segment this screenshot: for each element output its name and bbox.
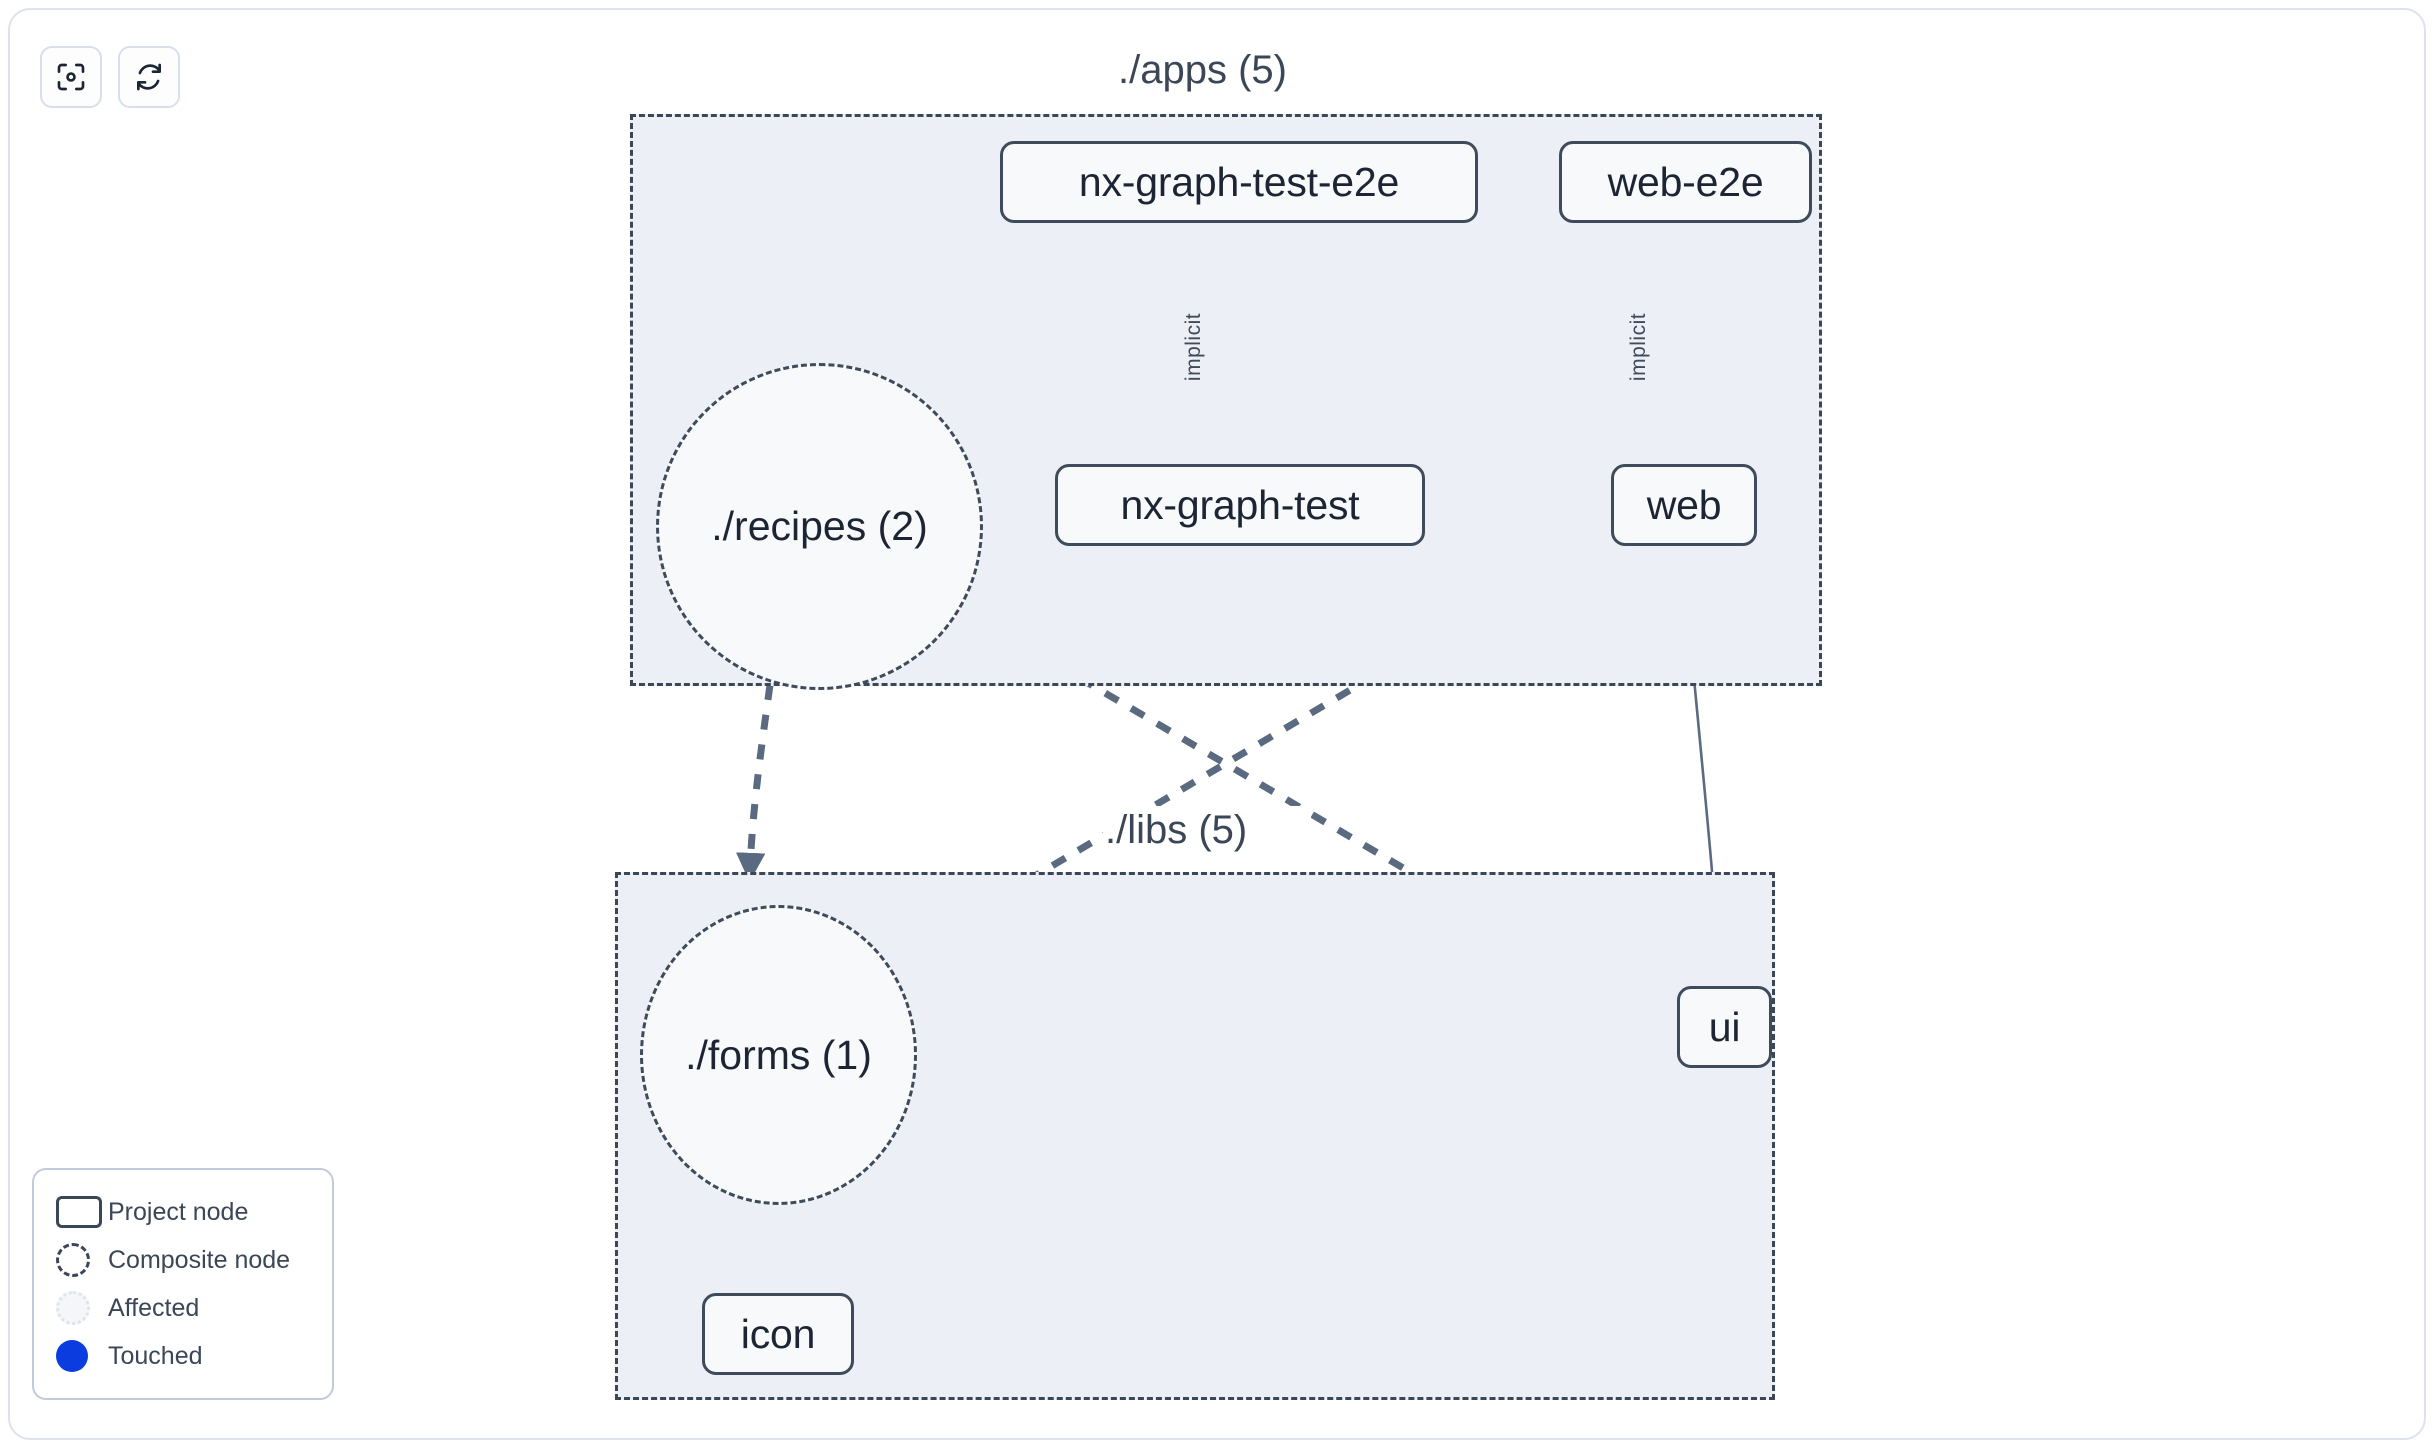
project-node-web-e2e-label: web-e2e bbox=[1607, 158, 1764, 205]
project-node-nx-graph-test[interactable]: nx-graph-test bbox=[1055, 464, 1425, 546]
project-node-web-label: web bbox=[1646, 481, 1722, 528]
project-node-ui-label: ui bbox=[1708, 1003, 1741, 1050]
legend-item-composite-node: Composite node bbox=[56, 1236, 312, 1284]
composite-node-recipes-label: ./recipes (2) bbox=[711, 503, 928, 549]
legend-item-touched: Touched bbox=[56, 1332, 312, 1380]
composite-node-recipes[interactable]: ./recipes (2) bbox=[656, 363, 983, 690]
project-node-swatch-icon bbox=[56, 1196, 108, 1228]
libs-label-backdrop bbox=[1103, 806, 1311, 858]
refresh-icon bbox=[133, 61, 165, 93]
project-node-web[interactable]: web bbox=[1611, 464, 1757, 546]
project-node-icon[interactable]: icon bbox=[702, 1293, 854, 1375]
project-node-web-e2e[interactable]: web-e2e bbox=[1559, 141, 1812, 223]
viewfinder-focus-icon bbox=[55, 61, 87, 93]
project-node-nx-graph-test-e2e[interactable]: nx-graph-test-e2e bbox=[1000, 141, 1478, 223]
legend-label-touched: Touched bbox=[108, 1341, 203, 1370]
project-node-nx-graph-test-label: nx-graph-test bbox=[1120, 481, 1360, 528]
legend-item-project-node: Project node bbox=[56, 1188, 312, 1236]
project-node-icon-label: icon bbox=[740, 1310, 816, 1357]
focus-graph-button[interactable] bbox=[40, 46, 102, 108]
legend-label-affected: Affected bbox=[108, 1293, 200, 1322]
graph-canvas-card: ./apps (5) ./libs (5) bbox=[8, 8, 2426, 1440]
affected-swatch-icon bbox=[56, 1291, 108, 1325]
project-node-ui[interactable]: ui bbox=[1677, 986, 1772, 1068]
composite-node-forms[interactable]: ./forms (1) bbox=[640, 905, 917, 1205]
legend-label-composite-node: Composite node bbox=[108, 1245, 291, 1274]
touched-swatch-icon bbox=[56, 1340, 108, 1372]
graph-legend: Project node Composite node Affected Tou… bbox=[32, 1168, 334, 1400]
refresh-graph-button[interactable] bbox=[118, 46, 180, 108]
legend-label-project-node: Project node bbox=[108, 1197, 249, 1226]
graph-toolbar bbox=[40, 46, 180, 108]
composite-node-swatch-icon bbox=[56, 1243, 108, 1277]
apps-label-backdrop bbox=[1116, 46, 1338, 98]
project-node-nx-graph-test-e2e-label: nx-graph-test-e2e bbox=[1078, 158, 1400, 205]
legend-item-affected: Affected bbox=[56, 1284, 312, 1332]
edge-recipes-to-forms[interactable] bbox=[735, 684, 774, 883]
composite-node-forms-label: ./forms (1) bbox=[685, 1031, 872, 1078]
